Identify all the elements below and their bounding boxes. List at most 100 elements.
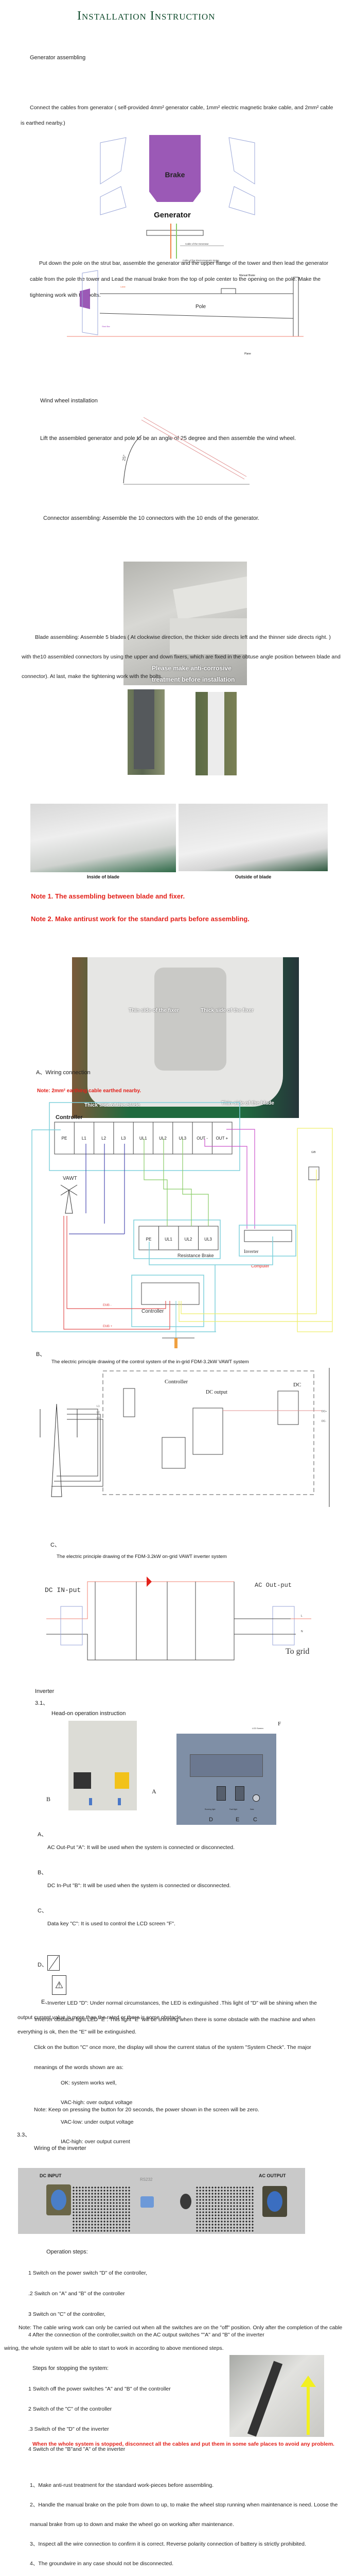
diagram-c-label: C、 bbox=[50, 1542, 60, 1548]
outside-blade-caption: Outside of blade bbox=[235, 874, 272, 879]
label-fault: Fault light bbox=[229, 1808, 238, 1810]
generator-heading: Generator assembling bbox=[30, 55, 86, 61]
grid-label: G/B bbox=[311, 1151, 316, 1154]
generator-intro: Connect the cables from generator ( self… bbox=[21, 105, 333, 126]
controller-terminal: L2 bbox=[101, 1136, 106, 1141]
diagram-c: DC IN-put AC Out-put To grid L N bbox=[45, 1577, 311, 1660]
brake-label: Brake bbox=[165, 171, 185, 179]
blade-note-2: Note 2. Make antirust work for the stand… bbox=[31, 915, 250, 923]
diagram-b: Controller DC output DC DC+ DC- L1 L2 L3 bbox=[40, 1368, 330, 1507]
operation-step: 4 After the connection of the controller… bbox=[28, 2332, 264, 2338]
brake-block bbox=[149, 135, 201, 202]
ac-output-label: AC OUTPUT bbox=[259, 2173, 286, 2178]
operation-heading: Operation steps: bbox=[46, 2249, 88, 2255]
inverter-panel-photo bbox=[176, 1734, 276, 1825]
wind-wheel-heading: Wind wheel installation bbox=[40, 398, 98, 404]
blade-text: Blade assembling: Assemble 5 blades ( At… bbox=[22, 634, 341, 680]
blade-note-1: Note 1. The assembling between blade and… bbox=[31, 892, 185, 900]
stop-step: 1 Switch off the power switches "A" and … bbox=[28, 2386, 171, 2392]
c-to-grid-label: To grid bbox=[286, 1647, 309, 1656]
stop-step: 2 Switch of the "C" of the controller bbox=[28, 2406, 112, 2412]
manual-brake-photo bbox=[229, 2355, 324, 2437]
generator-diagram: Brake Generator Cable of the Generator C… bbox=[100, 135, 255, 263]
b-dc-minus: DC- bbox=[322, 1420, 326, 1423]
blade-photo-left bbox=[128, 689, 165, 775]
inverter-section: 3.1、 bbox=[35, 1700, 49, 1706]
blade-photo-inside bbox=[30, 804, 176, 872]
item-text-d: Inverter LED "D": Under normal circumsta… bbox=[17, 2000, 317, 2021]
inverter-subheading: Head-on operation instruction bbox=[51, 1710, 126, 1717]
fixer-photo: Thin side of the fixer Thick side of the… bbox=[72, 957, 299, 1118]
controller-terminal: UL1 bbox=[139, 1136, 147, 1141]
click-text: Click on the button "C" once more, the d… bbox=[34, 2044, 311, 2071]
flange-outline bbox=[100, 137, 255, 184]
strut-bar-label: Strut Bar bbox=[102, 325, 110, 328]
b-phase-l1: L1 bbox=[97, 1405, 100, 1408]
operation-step: 1 Switch on the power switch "D" of the … bbox=[28, 2270, 147, 2276]
plane-label: Plane bbox=[244, 352, 251, 355]
diagram-b-label: B、 bbox=[36, 1351, 46, 1358]
controller-label: Controller bbox=[56, 1114, 83, 1121]
warning-triangle-icon: ⚠ bbox=[52, 1975, 66, 1995]
b-dc-label: DC bbox=[293, 1382, 301, 1388]
inverter-back-panel-photo: DC INPUT RS232 AC OUTPUT bbox=[18, 2168, 305, 2234]
brake-terminal: PE bbox=[146, 1237, 152, 1242]
vawt-label: VAWT bbox=[63, 1176, 77, 1181]
thick-fixer-label: Thick side of the fixer bbox=[201, 1008, 254, 1013]
item-letter-d: D、 bbox=[38, 1962, 47, 1968]
stop-heading: Steps for stopping the system: bbox=[32, 2365, 109, 2371]
page-title: Installation Instruction bbox=[77, 9, 216, 23]
stop-step: 4 Switch of the "B"and "A" of the invert… bbox=[28, 2446, 126, 2452]
label-c: C bbox=[253, 1817, 257, 1823]
label-lcd: LCD Screen bbox=[252, 1727, 263, 1730]
b-dc-plus: DC+ bbox=[322, 1410, 327, 1413]
brake-terminal: UL2 bbox=[185, 1237, 192, 1242]
wiring-note: Note: 2mm² earthing cable earthed nearby… bbox=[37, 1088, 141, 1094]
stop-warning: When the whole system is stopped, discon… bbox=[32, 2441, 334, 2447]
connector-photo: Please make anti-corrosive treatment bef… bbox=[123, 562, 247, 685]
item-text: AC Out-Put "A": It will be used when the… bbox=[47, 1844, 235, 1851]
inverter-led-icon bbox=[47, 1955, 60, 1971]
wiring-note: Note: The cable wring work can only be c… bbox=[4, 2325, 343, 2351]
brake-terminal: UL3 bbox=[204, 1237, 212, 1242]
label-data: Data bbox=[250, 1808, 254, 1810]
brake-block bbox=[80, 289, 90, 309]
item-text: Data key "C": It is used to control the … bbox=[47, 1921, 175, 1927]
item-text: DC In-Put "B": It will be used when the … bbox=[47, 1883, 231, 1889]
emb-plus-label: EMB + bbox=[103, 1325, 113, 1328]
item-letter: C、 bbox=[38, 1908, 47, 1914]
maintenance-item: 5、There should be some space available a… bbox=[30, 2573, 351, 2576]
status-item: VAC-low: under output voltage bbox=[61, 2119, 134, 2125]
emb-minus-label: EMB - bbox=[103, 1304, 112, 1307]
pole-diagram: Pole Manual Brake Plane Strut Bar Lable bbox=[67, 270, 304, 355]
diagram-b-title: The electric principle drawing of the co… bbox=[51, 1359, 249, 1365]
controller-terminal: UL2 bbox=[159, 1136, 167, 1141]
b-dc-output-label: DC output bbox=[206, 1389, 227, 1395]
maintenance-item: 1、Make anti-rust treatment for the stand… bbox=[30, 2482, 214, 2488]
blade-photo-outside bbox=[179, 804, 328, 871]
wiring-inverter-heading: Wiring of the inverter bbox=[34, 2145, 86, 2151]
computer-label: Computer bbox=[251, 1264, 269, 1268]
connector-caption-2: treatment before installation bbox=[152, 676, 235, 683]
operation-step: 3 Switch on "C" of the controller, bbox=[28, 2311, 105, 2317]
wiring-heading: A、Wiring connection bbox=[36, 1070, 91, 1076]
press-note: Note: Keep on pressing the button for 20… bbox=[34, 2107, 259, 2113]
dc-input-label: DC INPUT bbox=[40, 2173, 62, 2178]
operation-step: .2 Switch on "A" and "B" of the controll… bbox=[28, 2291, 125, 2297]
b-controller-label: Controller bbox=[165, 1379, 188, 1385]
controller-terminal: L1 bbox=[82, 1136, 86, 1141]
brake-terminal: UL1 bbox=[165, 1237, 172, 1242]
label-a: A bbox=[152, 1788, 156, 1795]
status-item: VAC-high: over output voltage bbox=[61, 2099, 133, 2106]
manual-brake-label: Manual Brake bbox=[239, 274, 255, 277]
diagram-c-title: The electric principle drawing of the FD… bbox=[57, 1554, 227, 1560]
thick-blade-label: Thick side of the blade bbox=[84, 1103, 140, 1108]
label-b: B bbox=[46, 1795, 51, 1803]
wiring-inverter-section: 3.3、 bbox=[17, 2132, 31, 2138]
status-item: OK: system works well, bbox=[61, 2080, 117, 2086]
generator-label: Generator bbox=[154, 211, 191, 219]
c-n-label: N bbox=[301, 1630, 303, 1633]
maintenance-item: 4、The groundwire in any case should not … bbox=[30, 2561, 174, 2567]
maintenance-item: 2、Handle the manual brake on the pole fr… bbox=[30, 2502, 338, 2528]
